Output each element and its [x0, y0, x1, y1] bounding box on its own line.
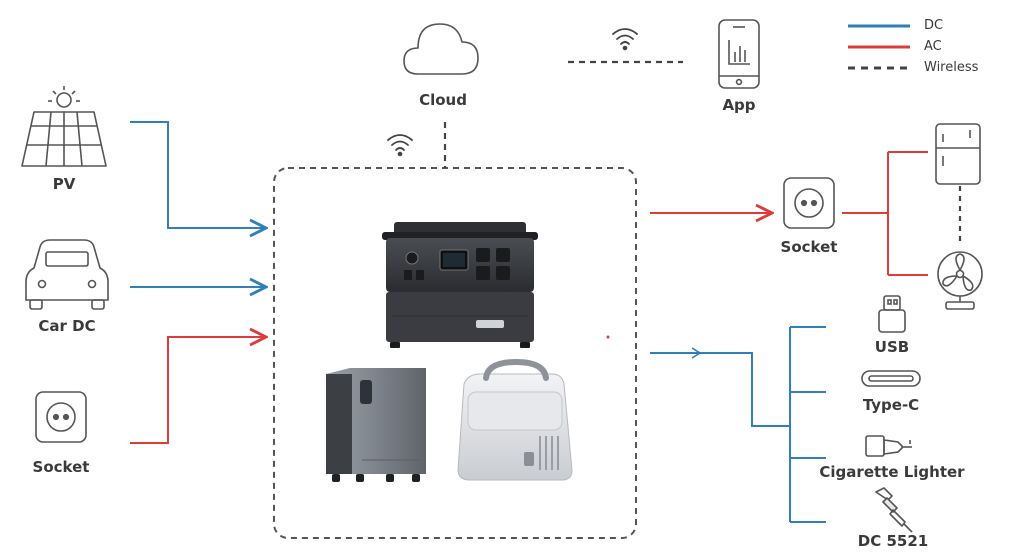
car-icon — [25, 239, 109, 310]
type-c-label: Type-C — [862, 396, 920, 414]
wifi-icon — [387, 134, 413, 157]
refrigerator-icon — [935, 123, 981, 185]
cloud-icon — [403, 23, 479, 75]
cigarette-lighter-icon — [865, 435, 912, 457]
ac-branch-lines — [842, 151, 928, 276]
car-dc-label: Car DC — [38, 317, 96, 335]
legend-label-ac: AC — [924, 39, 942, 54]
legend-label-dc: DC — [924, 18, 944, 33]
cigarette-lighter-label: Cigarette Lighter — [819, 463, 965, 481]
socket-ac-input-line — [130, 337, 266, 444]
cloud-label: Cloud — [419, 91, 467, 109]
phone-app-icon — [718, 19, 760, 89]
system-boundary — [273, 167, 637, 539]
dc5521-plug-icon — [875, 487, 913, 533]
solar-panel-icon — [21, 86, 107, 167]
legend — [848, 24, 910, 70]
portable-power-unit-icon — [457, 358, 573, 481]
dc-output-line — [650, 352, 790, 427]
red-dot-marker — [606, 335, 610, 339]
battery-cabinet-icon — [326, 368, 426, 482]
usb-label: USB — [874, 338, 910, 356]
pv-label: PV — [52, 175, 76, 193]
wall-socket-icon — [35, 391, 87, 443]
fan-icon — [937, 251, 983, 310]
dc-output-arrow — [691, 347, 702, 359]
usb-icon — [878, 295, 906, 333]
socket-input-label: Socket — [32, 458, 90, 476]
power-station-icon — [382, 222, 538, 348]
wifi-icon — [612, 28, 638, 51]
pv-dc-line — [130, 121, 266, 228]
legend-label-wireless: Wireless — [924, 60, 979, 75]
app-label: App — [722, 96, 756, 114]
type-c-icon — [861, 370, 921, 387]
socket-output-label: Socket — [780, 238, 838, 256]
dc-branch-lines — [789, 326, 826, 523]
wall-socket-icon — [783, 177, 835, 229]
dc5521-label: DC 5521 — [857, 532, 929, 550]
